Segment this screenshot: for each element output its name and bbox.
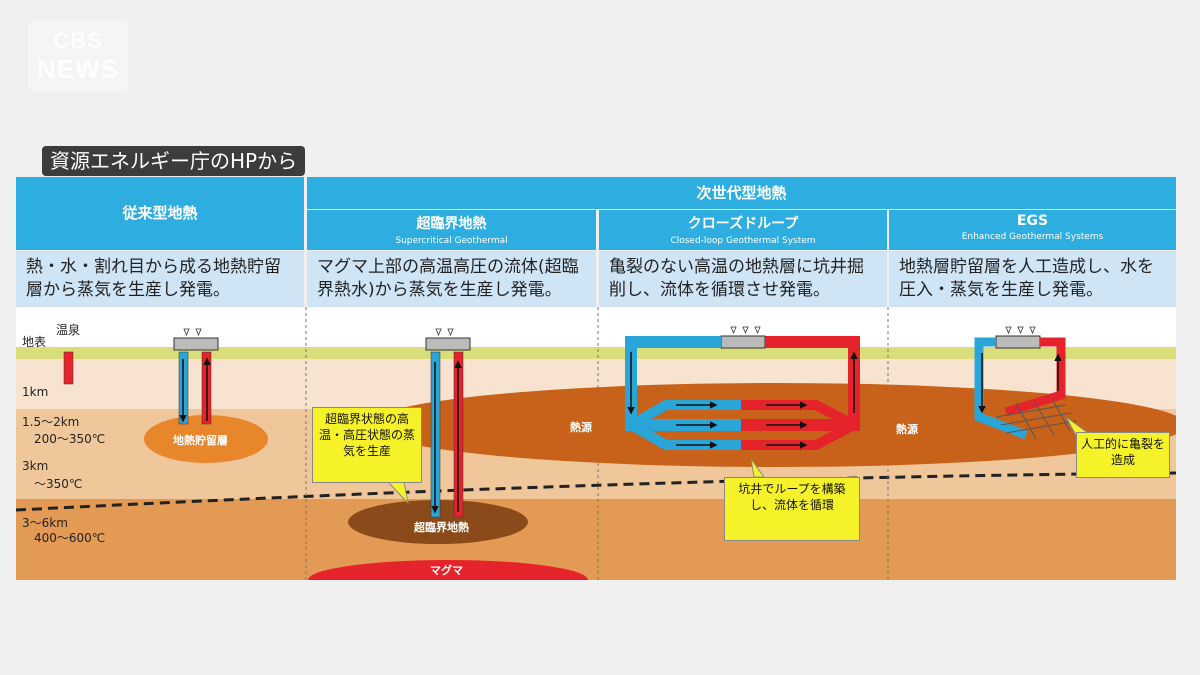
power-plant [720, 335, 766, 349]
callout-supercritical: 超臨界状態の高温・高圧状態の蒸気を生産 [312, 407, 422, 483]
header-next-gen-label: 次世代型地熱 [696, 184, 787, 202]
power-plant [995, 335, 1041, 349]
well-head-icons [183, 326, 1036, 337]
depth-boundary [16, 471, 1176, 512]
geothermal-diagram: 従来型地熱 次世代型地熱 超臨界地熱 Supercritical Geother… [16, 177, 1176, 580]
power-plant [173, 337, 219, 351]
label-depth-3-6km: 3～6km [22, 516, 68, 530]
header-supercritical-en: Supercritical Geothermal [395, 236, 508, 246]
header-egs: EGS Enhanced Geothermal Systems [889, 210, 1176, 250]
label-reservoir: 地熱貯留層 [173, 434, 228, 447]
label-magma: マグマ [430, 564, 463, 577]
header-conventional: 従来型地熱 [16, 177, 304, 250]
desc-supercritical: マグマ上部の高温高圧の流体(超臨界熱水)から蒸気を生産し発電。 [307, 251, 596, 307]
news-logo: CBS NEWS [28, 20, 128, 92]
header-closed-loop-ja: クローズドループ [687, 216, 799, 232]
header-egs-en: Enhanced Geothermal Systems [961, 232, 1104, 242]
geothermal-reservoir [144, 415, 268, 463]
artificial-fractures [995, 398, 1077, 440]
label-heat-source: 熱源 [896, 423, 918, 436]
deep-layer [16, 499, 1176, 580]
desc-conventional: 熱・水・割れ目から成る地熱貯留層から蒸気を生産し発電。 [16, 251, 304, 307]
header-supercritical: 超臨界地熱 Supercritical Geothermal [307, 210, 596, 250]
header-closed-loop-en: Closed-loop Geothermal System [670, 236, 816, 246]
label-surface: 地表 [22, 335, 47, 349]
label-supercritical-zone: 超臨界地熱 [414, 521, 469, 534]
label-depth-3km: 3km [22, 459, 49, 473]
logo-line1: CBS [53, 28, 103, 53]
header-next-gen: 次世代型地熱 [307, 177, 1176, 209]
magma [308, 560, 588, 580]
label-temp-350: ～350℃ [34, 477, 83, 491]
egs-production-well [1004, 337, 1066, 417]
label-hot-spring: 温泉 [56, 323, 81, 337]
logo-line2: NEWS [37, 54, 119, 84]
label-depth-1-5-2km: 1.5～2km [22, 415, 80, 429]
label-temp-400-600: 400～600℃ [34, 531, 106, 545]
label-depth-1km: 1km [22, 385, 49, 399]
header-conventional-label: 従来型地熱 [122, 204, 198, 222]
callout-closed-loop: 坑井でループを構築し、流体を循環 [724, 477, 860, 541]
header-egs-ja: EGS [1016, 213, 1049, 229]
hot-spring-pipe [63, 351, 74, 385]
geothermal-cross-section [16, 307, 1176, 580]
egs-injection-well [974, 337, 1028, 440]
label-heat-source: 熱源 [570, 421, 592, 434]
desc-closed-loop: 亀裂のない高温の地熱層に坑井掘削し、流体を循環させ発電。 [599, 251, 887, 307]
header-closed-loop: クローズドループ Closed-loop Geothermal System [599, 210, 887, 250]
supercritical-zone [348, 500, 528, 544]
source-caption: 資源エネルギー庁のHPから [42, 146, 306, 176]
label-temp-200-350: 200～350℃ [34, 432, 106, 446]
desc-egs: 地熱層貯留層を人工造成し、水を圧入・蒸気を生産し発電。 [889, 251, 1176, 307]
header-supercritical-ja: 超臨界地熱 [416, 216, 487, 232]
power-plant [425, 337, 471, 351]
callout-egs: 人工的に亀裂を造成 [1076, 432, 1170, 478]
